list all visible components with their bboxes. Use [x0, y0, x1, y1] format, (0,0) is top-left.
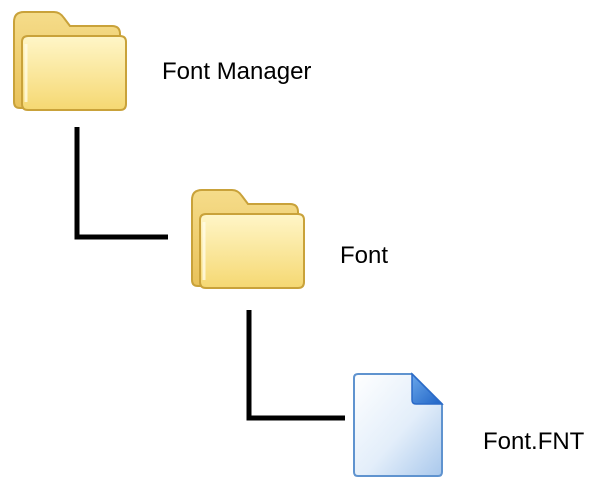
node-label-font-manager: Font Manager [162, 58, 312, 85]
connector-font-to-file [246, 310, 345, 421]
node-label-font: Font [340, 242, 389, 269]
folder-icon[interactable] [8, 8, 130, 114]
connector-root-to-font [74, 127, 168, 240]
file-icon[interactable] [352, 370, 446, 478]
folder-icon[interactable] [186, 186, 308, 292]
node-label-font-fnt: Font.FNT [483, 428, 585, 455]
